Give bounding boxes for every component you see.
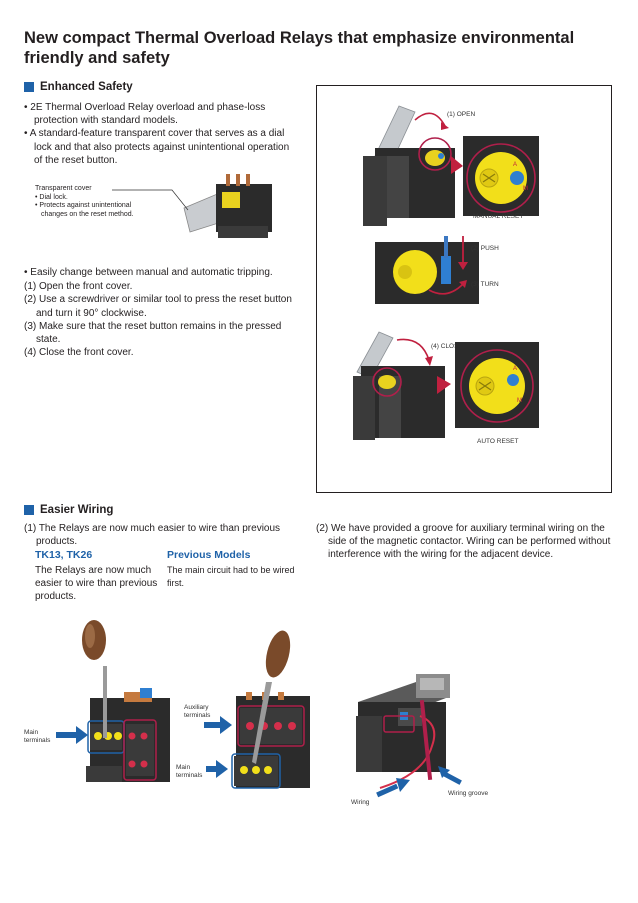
easier-wiring-label: Easier Wiring (40, 504, 114, 516)
open-arrowhead (441, 122, 449, 130)
auto-dial (469, 358, 525, 414)
previous-models-heading: Previous Models (167, 549, 251, 561)
step-2: (2) Use a screwdriver or similar tool to… (24, 294, 292, 319)
relay-open-cover-illustration (363, 105, 455, 226)
manual-reset-highlight (466, 143, 536, 213)
bullet-transparent-cover: • A standard-feature transparent cover t… (24, 128, 290, 166)
close-arrow (396, 338, 430, 361)
step-3: (3) Make sure that the reset button rema… (24, 320, 282, 346)
relay-close-cover-illustration (353, 331, 445, 440)
blue-reset-button (510, 171, 524, 185)
new-relay-illustration (86, 688, 170, 782)
dial-a-manual: A (513, 162, 517, 168)
page-title: New compact Thermal Overload Relays that… (24, 29, 575, 67)
arrow-wiring (376, 783, 399, 798)
tk13-tk26-text: The Relays are now much easier to wire t… (35, 565, 158, 603)
section-square-icon (24, 505, 34, 515)
auto-reset-highlight (460, 349, 534, 423)
label-auxiliary-terminals: Auxiliary terminals (184, 704, 211, 719)
label-main-terminals-left: Main terminals (24, 729, 51, 744)
step-4: (4) Close the front cover. (24, 347, 134, 359)
callout-line-2: • Dial lock. (35, 193, 68, 201)
wiring-groove-marker (419, 700, 433, 780)
label-wiring: Wiring (351, 799, 370, 806)
reset-procedure-figure: (1) OPEN A M MANUAL RESET (2) PUSH (3) T… (316, 85, 612, 493)
screwdriver-left-icon (82, 620, 107, 738)
screwdriver-middle-icon (252, 630, 291, 764)
step-1: (1) Open the front cover. (24, 281, 133, 293)
zoom-arrow-1 (451, 156, 463, 174)
label-main-terminals-middle: Main terminals (176, 764, 203, 779)
wiring-point-1-text: (1) The Relays are now much easier to wi… (24, 523, 281, 548)
bullet-manual-auto: • Easily change between manual and autom… (24, 267, 273, 278)
screwdriver-icon (441, 256, 451, 284)
tripping-steps: • Easily change between manual and autom… (24, 266, 294, 359)
arrow-main-left (56, 732, 78, 738)
wiring-point-2-text: (2) We have provided a groove for auxili… (316, 523, 611, 561)
enhanced-bullets: • 2E Thermal Overload Relay overload and… (24, 101, 292, 167)
section-square-icon (24, 82, 34, 92)
previous-models-text: The main circuit had to be wired first. (167, 565, 295, 588)
previous-relay-illustration (231, 692, 310, 789)
label-close: (4) CLOSE (431, 343, 463, 350)
open-arrow (414, 112, 446, 127)
dial-a-auto: A (513, 366, 517, 372)
label-auto-reset: AUTO RESET (477, 438, 518, 445)
manual-dial (475, 152, 527, 204)
wiring-point-2: (2) We have provided a groove for auxili… (316, 522, 612, 562)
tk13-tk26-heading: TK13, TK26 (35, 549, 93, 561)
blue-reset-button-auto (507, 374, 519, 386)
dial-m-manual: M (523, 186, 528, 192)
push-turn-dial (393, 250, 437, 294)
section-heading-enhanced-safety: Enhanced Safety (24, 81, 133, 93)
callout-line-1: Transparent cover (35, 185, 92, 192)
label-push: (2) PUSH (471, 245, 499, 252)
dial-m-auto: M (517, 398, 522, 404)
wiring-point-1: (1) The Relays are now much easier to wi… (24, 522, 294, 548)
callout-transparent-cover: Transparent cover • Dial lock. • Protect… (35, 185, 145, 219)
label-manual-reset: MANUAL RESET (473, 213, 523, 220)
section-heading-easier-wiring: Easier Wiring (24, 504, 113, 516)
enhanced-safety-label: Enhanced Safety (40, 81, 133, 93)
label-open: (1) OPEN (447, 111, 475, 118)
label-turn: (3) TURN (471, 281, 499, 288)
callout-line-3: • Protects against unintentional changes… (35, 202, 134, 218)
contactor-wiring-groove-illustration (356, 674, 450, 772)
transparent-cover-illustration (183, 174, 272, 238)
zoom-arrow-2 (437, 376, 451, 394)
turn-arrow (428, 283, 464, 295)
bullet-overload-protection: • 2E Thermal Overload Relay overload and… (24, 102, 266, 127)
arrow-auxiliary (204, 722, 222, 728)
highlight-circle-open (418, 137, 452, 171)
label-wiring-groove: Wiring groove (448, 790, 489, 797)
arrow-main-middle (206, 766, 218, 772)
highlight-circle-close (372, 367, 402, 397)
wiring-illustrations (56, 620, 462, 798)
callout-leader-line (112, 189, 189, 211)
arrow-wiring-groove (443, 772, 462, 785)
